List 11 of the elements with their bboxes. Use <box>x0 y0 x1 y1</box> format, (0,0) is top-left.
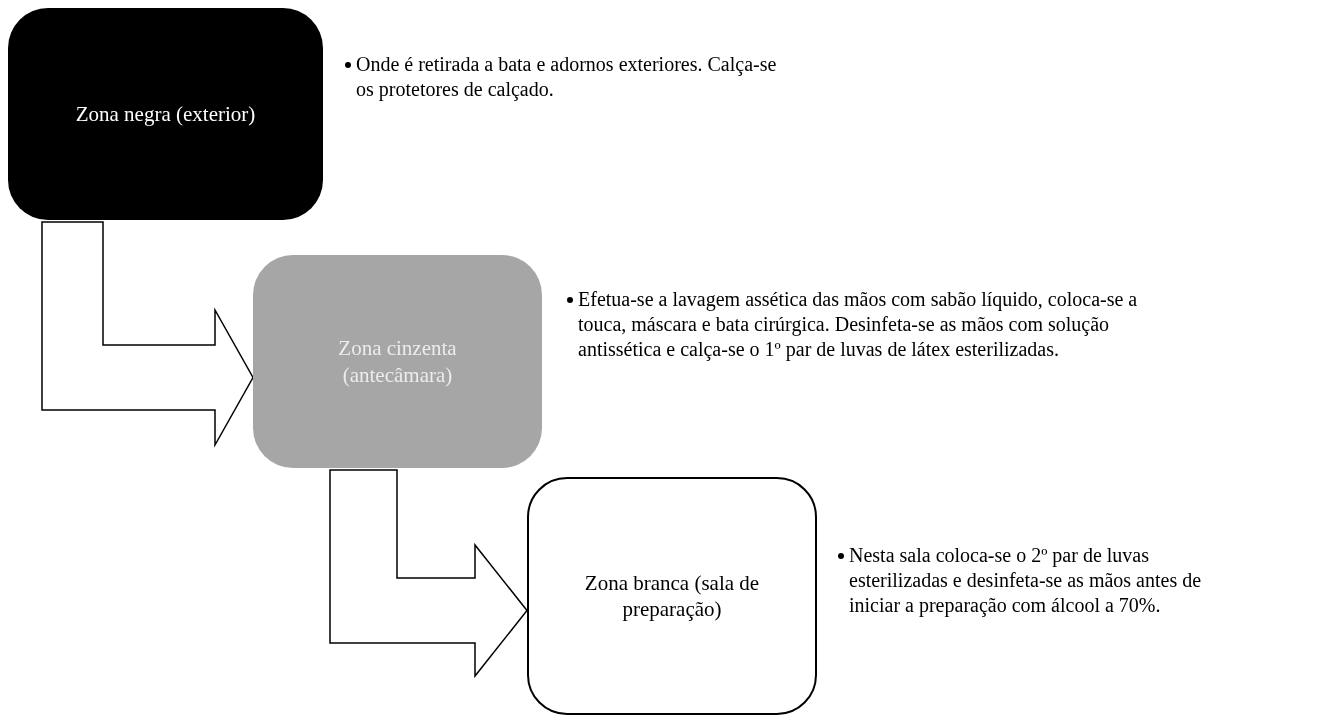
block-arrow <box>329 469 528 679</box>
zone-label: Zona branca (sala de preparação) <box>583 569 761 623</box>
block-arrow <box>41 221 254 448</box>
zone-box <box>253 255 542 468</box>
zone-label: Zona negra (exterior) <box>75 100 256 128</box>
zone-box <box>8 8 323 220</box>
description-text: Efetua-se a lavagem assética das mãos com sabão líquido, coloca-se a touca, máscara e bata cirúrgica. Desinfeta-se as mãos com solução antissética e calça-se o 1º par de luvas de látex esterilizadas. <box>578 287 1139 362</box>
zone-box <box>527 477 817 715</box>
description-text: Onde é retirada a bata e adornos exteriores. Calça-se os protetores de calçado. <box>356 52 778 102</box>
description-text: Nesta sala coloca-se o 2º par de luvas esterilizadas e desinfeta-se as mãos antes de iniciar a preparação com álcool a 70%. <box>849 543 1203 618</box>
zone-label: Zona cinzenta (antecâmara) <box>337 335 458 388</box>
